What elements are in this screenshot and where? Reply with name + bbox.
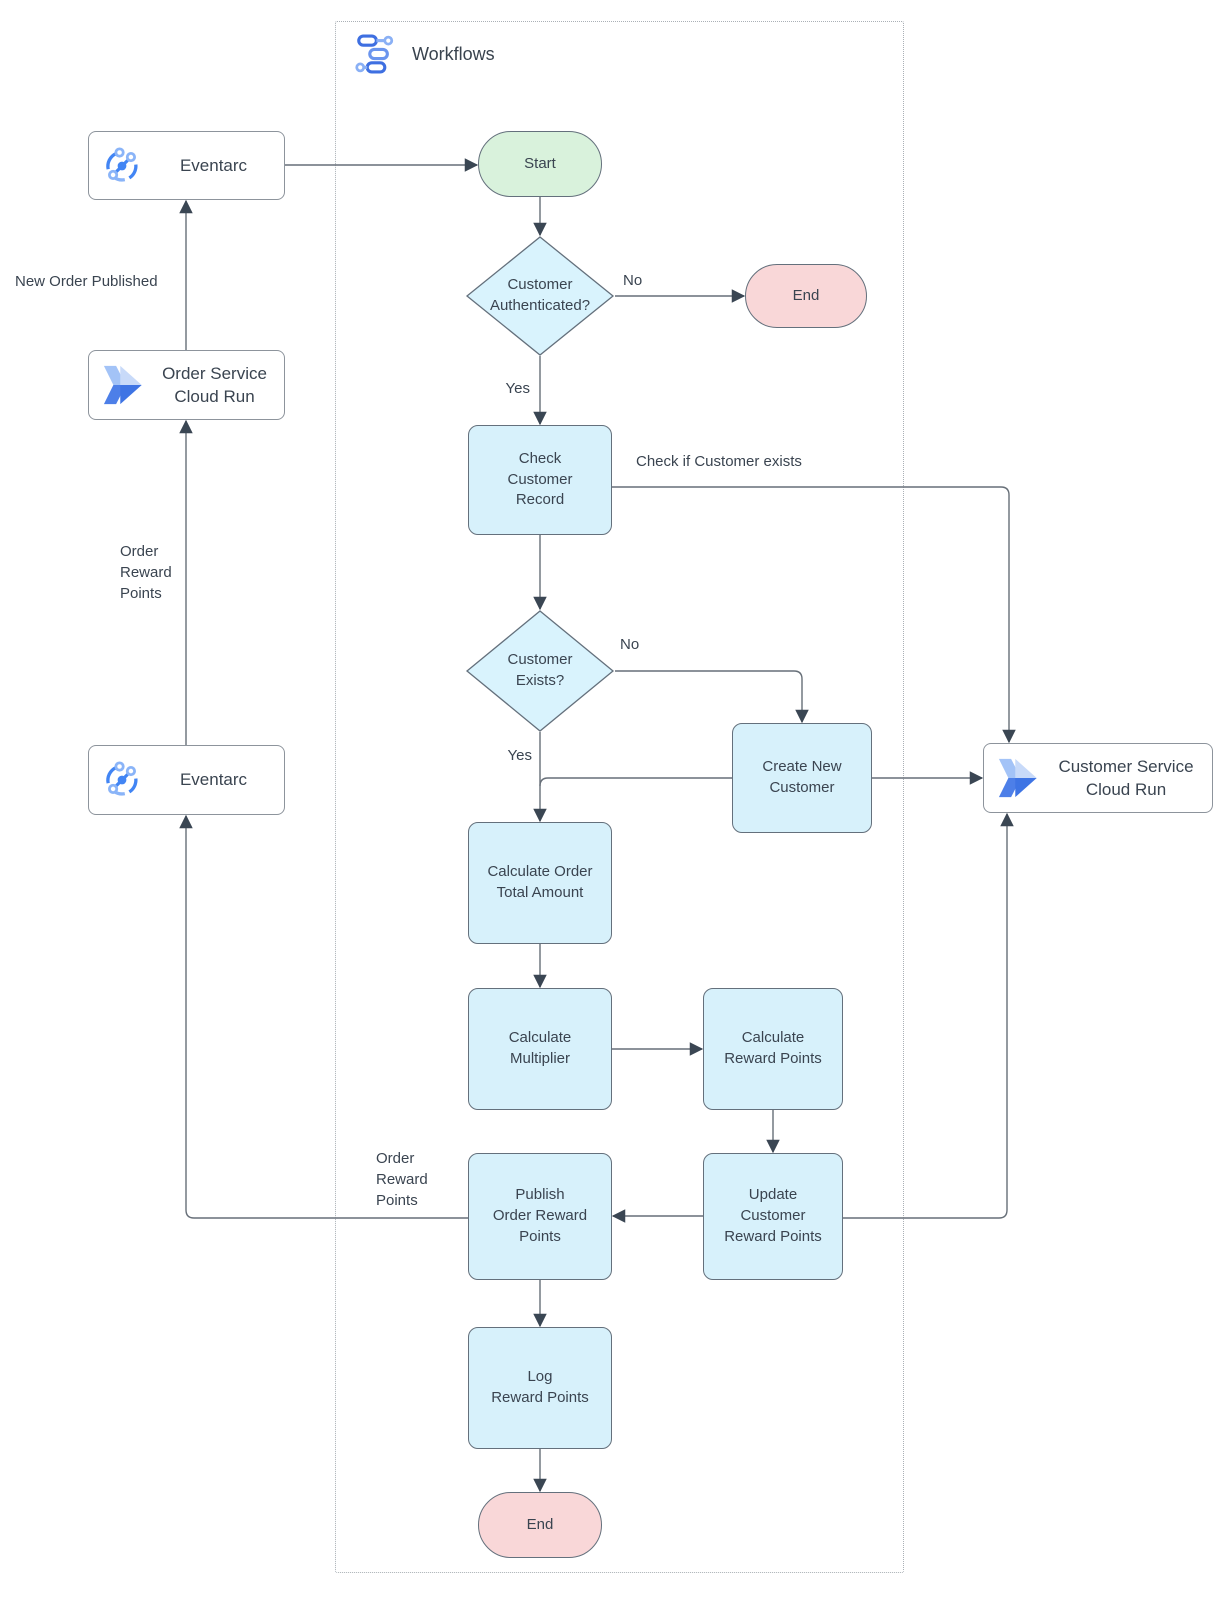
eventarc-icon [101,759,143,801]
diagram-title: Workflows [412,43,495,64]
edge-label-check-if-customer-exists: Check if Customer exists [636,453,802,470]
node-label: Update Customer Reward Points [724,1186,822,1245]
node-customer-authenticated-decision: Customer Authenticated? [465,236,615,356]
node-label: Publish Order Reward Points [492,1186,588,1245]
node-label: Check Customer Record [507,449,573,509]
edge-label-exists-no: No [620,636,640,653]
workflows-icon [354,32,398,76]
node-update-customer-reward-points: Update Customer Reward Points [703,1153,843,1280]
node-label: End [526,1515,554,1533]
node-label: Order Service Cloud Run [162,363,267,406]
node-label: Customer Authenticated? [489,276,591,314]
node-order-service-cloud-run: Order Service Cloud Run [88,350,285,420]
node-label: Calculate Multiplier [508,1029,572,1067]
node-label: End [792,286,820,304]
node-eventarc-bottom: Eventarc [88,745,285,815]
cloud-run-icon [996,758,1040,798]
node-check-customer-record: Check Customer Record [468,425,612,535]
edge-label-new-order-published: New Order Published [15,273,158,290]
node-start: Start [478,131,602,197]
node-customer-service-cloud-run: Customer Service Cloud Run [983,743,1213,813]
node-end-top: End [745,264,867,328]
node-customer-exists-decision: Customer Exists? [465,610,615,732]
node-end-bottom: End [478,1492,602,1558]
node-calculate-multiplier: Calculate Multiplier [468,988,612,1110]
cloud-run-icon [101,365,145,405]
node-calculate-order-total: Calculate Order Total Amount [468,822,612,944]
diamond-shape [465,610,615,732]
node-label: Calculate Reward Points [724,1029,822,1067]
workflows-header: Workflows [354,32,495,76]
node-label: Eventarc [179,770,248,790]
eventarc-icon [101,145,143,187]
node-publish-order-reward-points: Publish Order Reward Points [468,1153,612,1280]
edge-label-authenticated-yes: Yes [505,380,530,397]
node-label: Calculate Order Total Amount [487,863,593,901]
node-label: Eventarc [179,155,248,175]
node-label: Customer Exists? [507,651,573,689]
edge-label-order-reward-points-publish: Order Reward Points [376,1150,428,1209]
node-label: Customer Service Cloud Run [1058,756,1194,799]
diamond-shape [465,236,615,356]
node-calculate-reward-points: Calculate Reward Points [703,988,843,1110]
node-label: Log Reward Points [491,1368,589,1406]
node-label: Start [524,154,556,172]
edge-label-exists-yes: Yes [507,747,532,764]
edge-label-order-reward-points-left: Order Reward Points [120,543,172,602]
workflows-container-frame [335,21,904,1573]
node-eventarc-top: Eventarc [88,131,285,200]
node-log-reward-points: Log Reward Points [468,1327,612,1449]
node-label: Create New Customer [762,758,842,796]
edge-label-authenticated-no: No [623,272,643,289]
node-create-new-customer: Create New Customer [732,723,872,833]
